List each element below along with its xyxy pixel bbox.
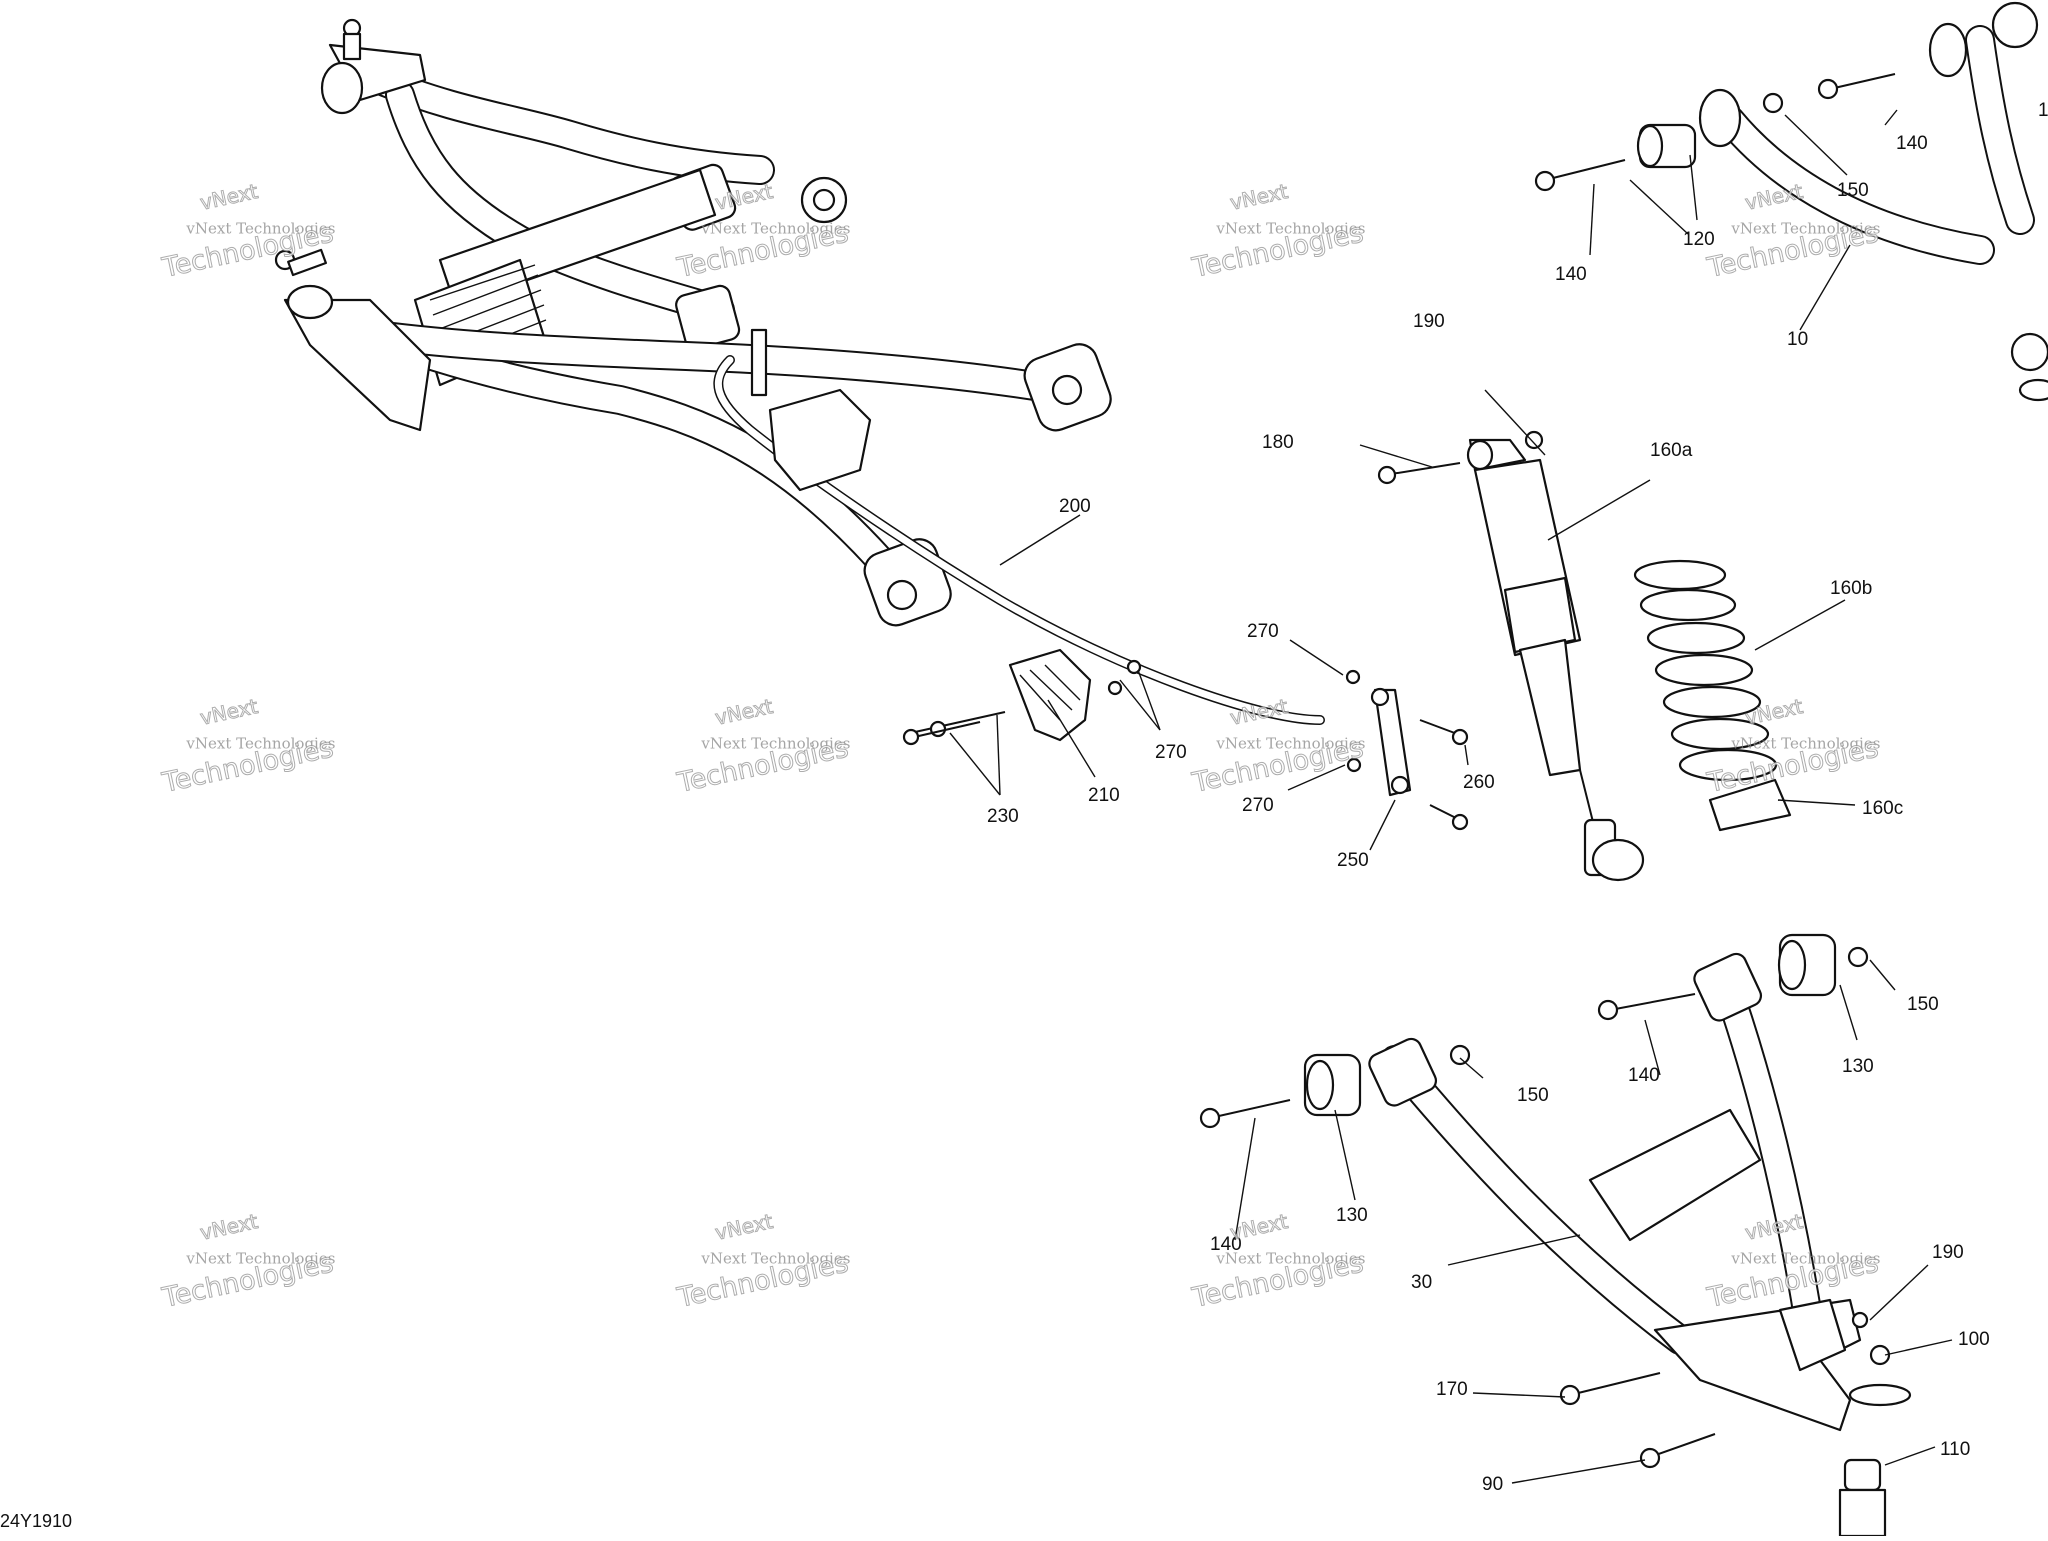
leader-lines: [949, 109, 1953, 1484]
svg-text:vNext Technologies: vNext Technologies: [1730, 220, 1880, 238]
callout-170: 170: [1436, 1379, 1468, 1400]
callout-260: 260: [1463, 772, 1495, 793]
stabilizer-bar-200: [902, 648, 1469, 831]
assembled-suspension: [274, 18, 1325, 725]
svg-text:vNext: vNext: [713, 694, 775, 730]
spring-160b: [1633, 559, 1778, 782]
svg-text:vNext: vNext: [713, 1209, 775, 1245]
callout-270-mid: 270: [1155, 742, 1187, 763]
callout-160c: 160c: [1862, 798, 1903, 819]
watermark: vNext vNext Technologies Technologies: [1189, 179, 1367, 285]
svg-text:vNext Technologies: vNext Technologies: [1215, 220, 1365, 238]
svg-text:vNext: vNext: [1228, 694, 1290, 730]
callout-250: 250: [1337, 850, 1369, 871]
svg-text:vNext: vNext: [198, 179, 260, 215]
callout-270-low: 270: [1242, 795, 1274, 816]
svg-text:vNext Technologies: vNext Technologies: [185, 220, 335, 238]
svg-text:vNext: vNext: [1228, 1209, 1290, 1245]
stabilizer-link-250: [1373, 688, 1412, 797]
upper-a-arm-10: [1534, 1, 2048, 402]
svg-text:vNext Technologies: vNext Technologies: [1730, 1250, 1880, 1268]
assembled-bar-mount: [768, 388, 872, 492]
svg-text:vNext: vNext: [1743, 179, 1805, 215]
callout-90: 90: [1482, 1474, 1503, 1495]
watermark: vNext vNext Technologies Technologies: [1704, 1209, 1882, 1315]
callout-130-b: 130: [1336, 1205, 1368, 1226]
callout-140-c: 140: [1628, 1065, 1660, 1086]
svg-text:vNext Technologies: vNext Technologies: [700, 1250, 850, 1268]
callout-190-b: 190: [1932, 1242, 1964, 1263]
callout-partial: 1: [2038, 100, 2048, 121]
callout-130-a: 130: [1842, 1056, 1874, 1077]
svg-text:vNext Technologies: vNext Technologies: [1215, 735, 1365, 753]
diagram-reference-code: 24Y1910: [0, 1511, 73, 1531]
callout-160b: 160b: [1830, 578, 1872, 599]
callout-120: 120: [1683, 229, 1715, 250]
bushing-mount-210: [1008, 648, 1092, 742]
callout-140-a: 140: [1555, 264, 1587, 285]
callout-140-d: 140: [1210, 1234, 1242, 1255]
spring-seat-160c: [1708, 778, 1792, 832]
callout-10: 10: [1787, 329, 1808, 350]
shock-absorber-160a: [1377, 430, 1645, 882]
callout-labels: 190 180 160a 160b 160c 200 210 230 270 2…: [987, 100, 2048, 1495]
callout-270-top: 270: [1247, 621, 1279, 642]
svg-text:vNext Technologies: vNext Technologies: [185, 1250, 335, 1268]
callout-160a: 160a: [1650, 440, 1693, 461]
svg-text:vNext Technologies: vNext Technologies: [185, 735, 335, 753]
callout-110: 110: [1940, 1439, 1970, 1460]
callout-150-b: 150: [1907, 994, 1939, 1015]
callout-140-b: 140: [1896, 133, 1928, 154]
callout-150-a: 150: [1837, 180, 1869, 201]
svg-text:vNext Technologies: vNext Technologies: [700, 220, 850, 238]
callout-30: 30: [1411, 1272, 1432, 1293]
callout-190: 190: [1413, 311, 1445, 332]
svg-text:vNext: vNext: [198, 1209, 260, 1245]
callout-230: 230: [987, 806, 1019, 827]
lower-a-arm-30: [1199, 933, 1912, 1538]
svg-text:vNext Technologies: vNext Technologies: [1730, 735, 1880, 753]
svg-text:vNext: vNext: [1228, 179, 1290, 215]
callout-180: 180: [1262, 432, 1294, 453]
callout-200: 200: [1059, 496, 1091, 517]
watermark: vNext vNext Technologies Technologies: [674, 1209, 852, 1315]
svg-text:vNext Technologies: vNext Technologies: [1215, 1250, 1365, 1268]
svg-text:vNext Technologies: vNext Technologies: [700, 735, 850, 753]
watermark: vNext vNext Technologies Technologies: [159, 694, 337, 800]
callout-100: 100: [1958, 1329, 1990, 1350]
svg-text:vNext: vNext: [198, 694, 260, 730]
watermark: vNext vNext Technologies Technologies: [674, 694, 852, 800]
callout-210: 210: [1088, 785, 1120, 806]
lower-arm-knuckle-plate: [283, 298, 432, 432]
watermark: vNext vNext Technologies Technologies: [159, 1209, 337, 1315]
callout-150-c: 150: [1517, 1085, 1549, 1106]
